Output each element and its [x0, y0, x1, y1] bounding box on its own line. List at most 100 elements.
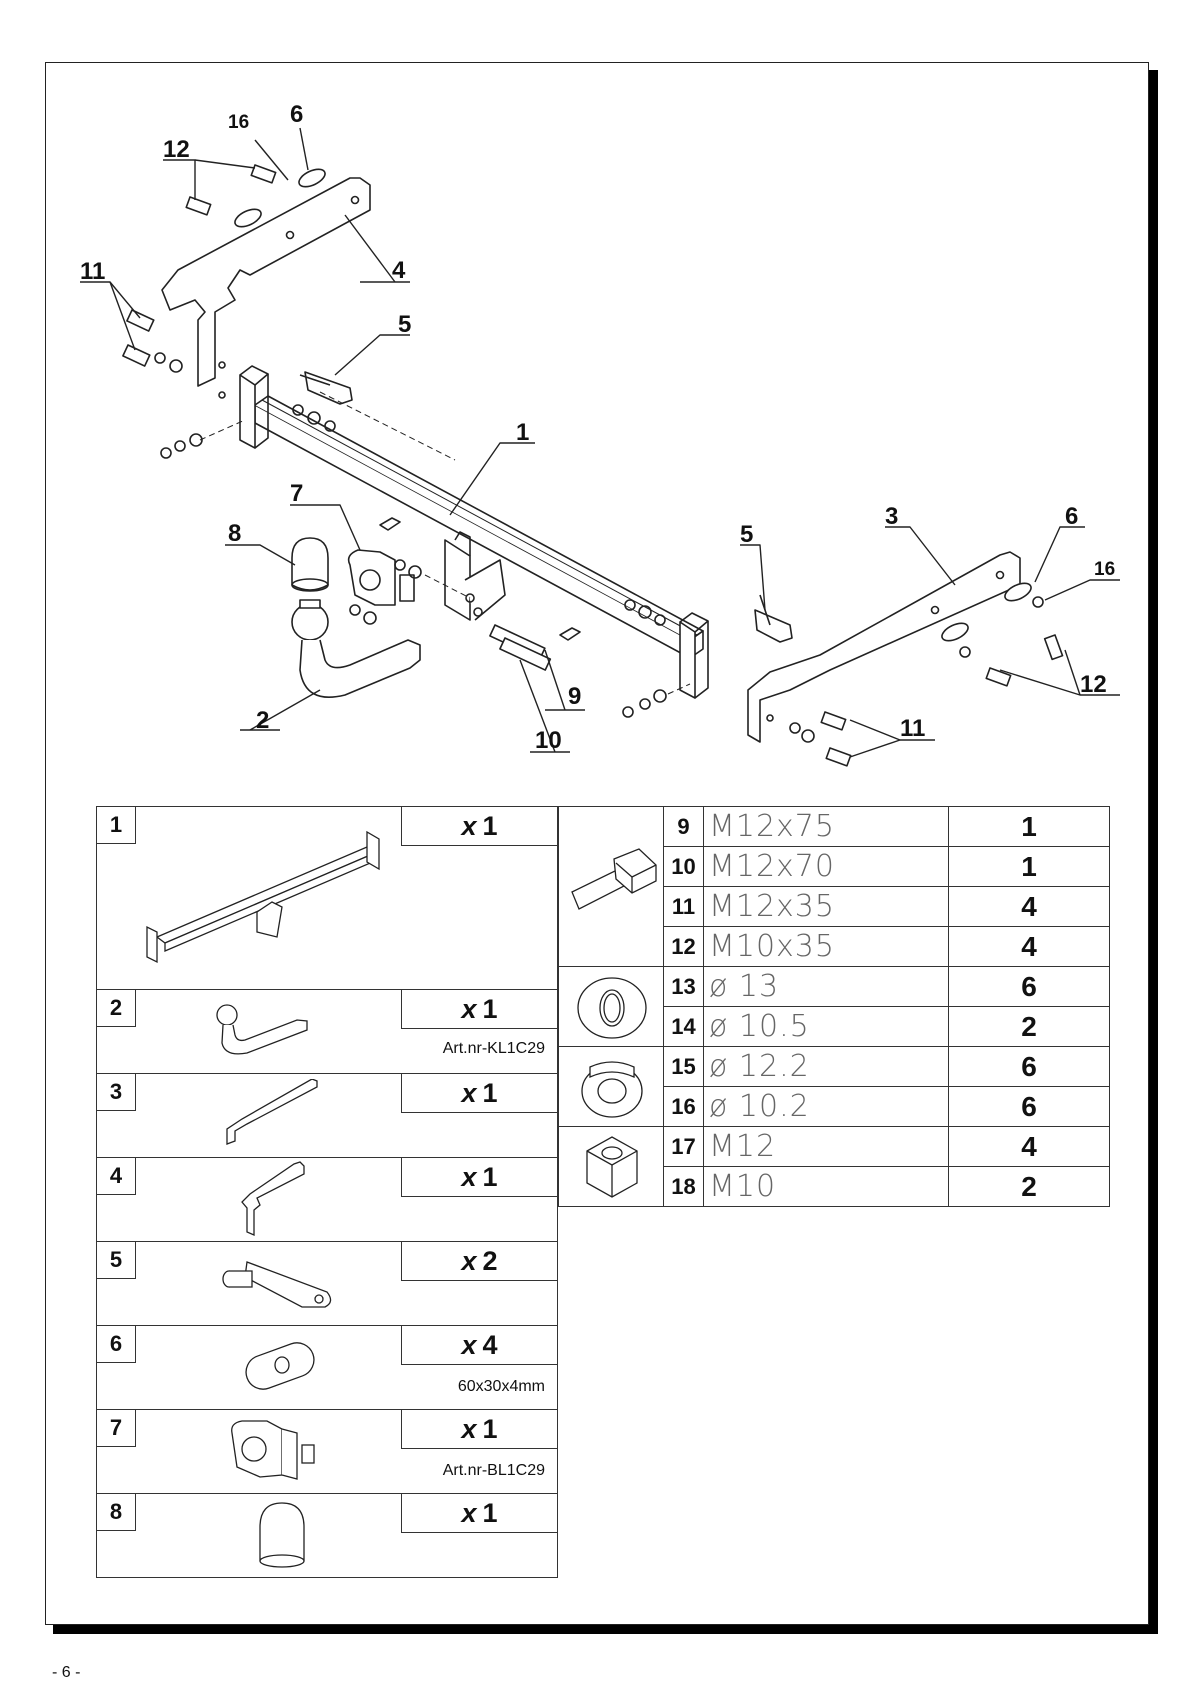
hardware-number: 18: [663, 1166, 704, 1207]
hardware-number: 15: [663, 1046, 704, 1087]
hardware-row-17: 17 M12 4: [558, 1126, 1110, 1207]
fasteners: [122, 164, 1064, 767]
towball-arm-part: [291, 599, 421, 699]
part-number: 3: [96, 1073, 136, 1111]
hardware-count: 1: [948, 806, 1110, 847]
hex-nut-icon: [586, 1136, 638, 1198]
callout-10: 10: [535, 727, 562, 754]
hardware-row-9: 9 M12x75 1: [558, 806, 1110, 967]
hardware-count: 4: [948, 1126, 1110, 1167]
hardware-size: M12x70: [703, 846, 949, 887]
spring-washer-icon: [581, 1061, 643, 1118]
hardware-number: 10: [663, 846, 704, 887]
callout-2: 2: [256, 707, 269, 734]
spacer-plate-right-part: [1004, 582, 1032, 602]
hardware-count: 4: [948, 886, 1110, 927]
part-number: 6: [96, 1325, 136, 1363]
hardware-table: 9 M12x75 1 10 M12x70 1 11 M12x35 4 12 M1…: [558, 806, 1110, 1207]
spring-washer-icon-cell: [558, 1046, 664, 1127]
callout-3: 3: [885, 503, 898, 530]
callout-5-left: 5: [398, 311, 411, 338]
hardware-number: 13: [663, 966, 704, 1007]
exploded-assembly-diagram: 6 16 12 11 4 5 1 7 8 2 9 10 5 3 6 16 12 …: [80, 101, 1120, 767]
hardware-number: 9: [663, 806, 704, 847]
callout-11-right: 11: [900, 715, 925, 742]
hardware-row-18: 18 M10 2: [559, 1166, 1110, 1207]
part-dimensions: 60x30x4mm: [457, 1378, 545, 1395]
ball-cap-part: [291, 537, 329, 592]
callout-4: 4: [392, 257, 406, 284]
ball-cap-thumbnail: [259, 1502, 305, 1568]
part-number: 7: [96, 1409, 136, 1447]
hardware-count: 6: [948, 966, 1110, 1007]
frame-shadow-right: [1149, 70, 1158, 1633]
callout-12-left: 12: [163, 136, 190, 163]
hardware-row-16: 16 ø 10.2 6: [559, 1086, 1110, 1127]
page-number: - 6 -: [52, 1664, 81, 1681]
callout-12-right: 12: [1080, 671, 1107, 698]
pin-plate-left-part: [299, 371, 353, 405]
hardware-number: 17: [663, 1126, 704, 1167]
callout-5-right: 5: [740, 521, 753, 548]
socket-plate-part: [347, 549, 415, 606]
callout-6-left: 6: [290, 101, 303, 128]
part-number: 4: [96, 1157, 136, 1195]
part-number: 2: [96, 989, 136, 1027]
flat-washer-icon: [577, 977, 647, 1039]
right-bracket-thumbnail: [226, 1079, 318, 1145]
crossbar-thumbnail: [146, 830, 380, 964]
spacer-plate-left-part: [298, 168, 326, 188]
callout-1: 1: [516, 419, 529, 446]
pin-plate-right-part: [754, 594, 793, 643]
callout-11-left: 11: [80, 258, 105, 285]
hardware-row-13: 13 ø 13 6: [558, 966, 1110, 1047]
callout-9: 9: [568, 683, 581, 710]
hardware-count: 6: [948, 1086, 1110, 1127]
hardware-row-15: 15 ø 12.2 6: [558, 1046, 1110, 1127]
part-article-number: Art.nr-BL1C29: [442, 1462, 545, 1479]
hardware-count: 2: [948, 1006, 1110, 1047]
hardware-size: ø 12.2: [703, 1046, 949, 1087]
bolt-icon: [571, 848, 657, 910]
right-bracket-part: [747, 551, 1021, 743]
pin-plate-thumbnail: [222, 1261, 332, 1308]
hardware-count: 2: [948, 1166, 1110, 1207]
hardware-count: 6: [948, 1046, 1110, 1087]
crossbar-part: [239, 365, 709, 699]
hardware-count: 4: [948, 926, 1110, 967]
callout-8: 8: [228, 520, 241, 547]
hardware-size: M12x35: [703, 886, 949, 927]
frame-shadow-bottom: [53, 1625, 1158, 1634]
hardware-number: 11: [663, 886, 704, 927]
part-number: 5: [96, 1241, 136, 1279]
left-bracket-thumbnail: [241, 1161, 305, 1236]
part-number: 8: [96, 1493, 136, 1531]
towball-thumbnail: [216, 1004, 308, 1055]
hardware-size: M12x75: [703, 806, 949, 847]
hardware-number: 14: [663, 1006, 704, 1047]
hardware-size: ø 13: [703, 966, 949, 1007]
leader-lines: [80, 127, 1120, 758]
spacer-plate-thumbnail: [245, 1342, 315, 1390]
hardware-size: M10x35: [703, 926, 949, 967]
hardware-number: 12: [663, 926, 704, 967]
callout-6-right: 6: [1065, 503, 1078, 530]
callout-7: 7: [290, 480, 303, 507]
hardware-number: 16: [663, 1086, 704, 1127]
hardware-size: ø 10.5: [703, 1006, 949, 1047]
left-bracket-part: [161, 177, 371, 399]
